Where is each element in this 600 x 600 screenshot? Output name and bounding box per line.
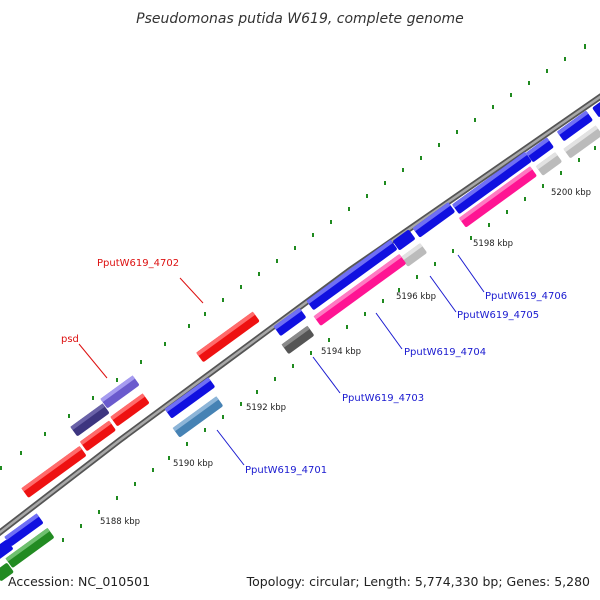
genome-summary-label: Topology: circular; Length: 5,774,330 bp… bbox=[246, 574, 590, 589]
scale-labels: 5188 kbp 5190 kbp 5192 kbp 5194 kbp 5196… bbox=[100, 188, 591, 527]
outer-ruler-dots bbox=[0, 44, 586, 470]
scale-label: 5194 kbp bbox=[321, 347, 361, 357]
scale-label: 5190 kbp bbox=[173, 459, 213, 469]
gene-labels: PputW619_4701 PputW619_4702 PputW619_470… bbox=[61, 258, 567, 476]
gene-feature-green[interactable] bbox=[0, 562, 14, 581]
gene-feature-darkgrey[interactable] bbox=[281, 325, 315, 355]
gene-feature-pink[interactable] bbox=[458, 166, 537, 227]
scale-label: 5192 kbp bbox=[246, 403, 286, 413]
gene-label-pputw619-4705[interactable]: PputW619_4705 bbox=[457, 310, 539, 321]
map-title: Pseudomonas putida W619, complete genome bbox=[136, 11, 464, 27]
genome-backbone bbox=[0, 93, 600, 537]
label-leader-lines bbox=[78, 254, 485, 466]
gene-label-pputw619-4704[interactable]: PputW619_4704 bbox=[404, 347, 486, 358]
gene-feature-blue[interactable] bbox=[164, 377, 216, 418]
gene-label-pputw619-4702[interactable]: PputW619_4702 bbox=[97, 258, 179, 269]
gene-feature-green[interactable] bbox=[5, 527, 54, 568]
gene-label-pputw619-4706[interactable]: PputW619_4706 bbox=[485, 291, 567, 302]
gene-feature-blue[interactable] bbox=[306, 239, 397, 311]
scale-label: 5196 kbp bbox=[396, 292, 436, 302]
gene-feature-grey[interactable] bbox=[400, 243, 427, 267]
inner-ruler-dots bbox=[62, 146, 596, 542]
gene-feature-blue[interactable] bbox=[525, 137, 554, 163]
gene-feature-blue[interactable] bbox=[392, 229, 415, 250]
gene-feature-red[interactable] bbox=[196, 311, 260, 363]
gene-feature-purple[interactable] bbox=[100, 375, 139, 408]
gene-feature-blue[interactable] bbox=[452, 151, 532, 215]
accession-label: Accession: NC_010501 bbox=[8, 574, 150, 589]
gene-feature-grey[interactable] bbox=[535, 152, 562, 176]
gene-label-pputw619-4701[interactable]: PputW619_4701 bbox=[245, 465, 327, 476]
gene-feature-blue[interactable] bbox=[0, 539, 14, 560]
gene-feature-steelblue[interactable] bbox=[172, 396, 224, 437]
gene-feature-grey[interactable] bbox=[563, 125, 600, 158]
scale-label: 5200 kbp bbox=[551, 188, 591, 198]
gene-feature-blue[interactable] bbox=[592, 98, 600, 117]
gene-label-pputw619-4703[interactable]: PputW619_4703 bbox=[342, 393, 424, 404]
scale-label: 5188 kbp bbox=[100, 517, 140, 527]
gene-feature-blue[interactable] bbox=[273, 307, 307, 337]
gene-feature-blue[interactable] bbox=[4, 513, 43, 546]
gene-feature-red[interactable] bbox=[21, 445, 86, 498]
scale-label: 5198 kbp bbox=[473, 239, 513, 249]
gene-feature-red[interactable] bbox=[79, 420, 116, 452]
gene-feature-blue[interactable] bbox=[412, 202, 456, 238]
gene-features bbox=[0, 98, 600, 581]
gene-feature-red[interactable] bbox=[110, 393, 149, 426]
gene-feature-pink[interactable] bbox=[313, 253, 407, 326]
gene-feature-darkpurple[interactable] bbox=[70, 403, 109, 436]
gene-label-psd[interactable]: psd bbox=[61, 334, 79, 345]
gene-feature-blue[interactable] bbox=[556, 110, 593, 142]
